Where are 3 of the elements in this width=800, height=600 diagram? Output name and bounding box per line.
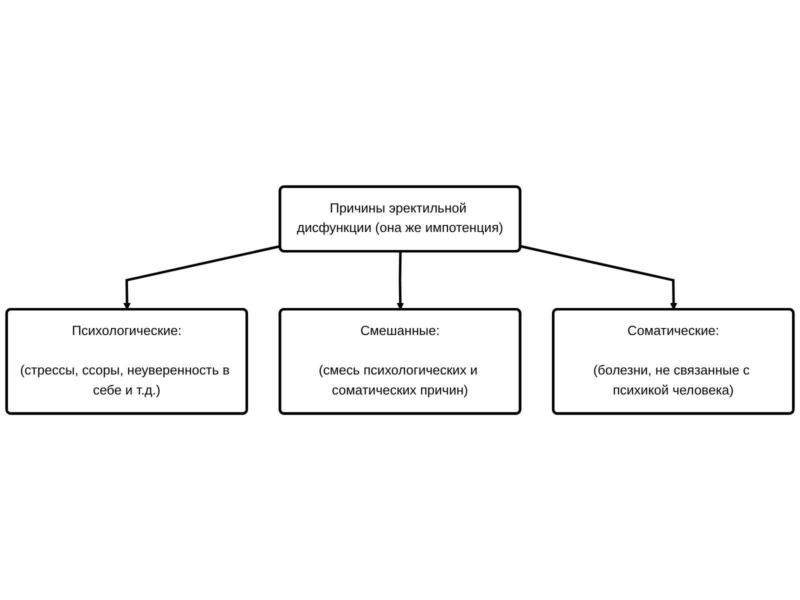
- arrow: [520, 244, 678, 310]
- arrow: [396, 252, 404, 310]
- arrow: [123, 244, 281, 310]
